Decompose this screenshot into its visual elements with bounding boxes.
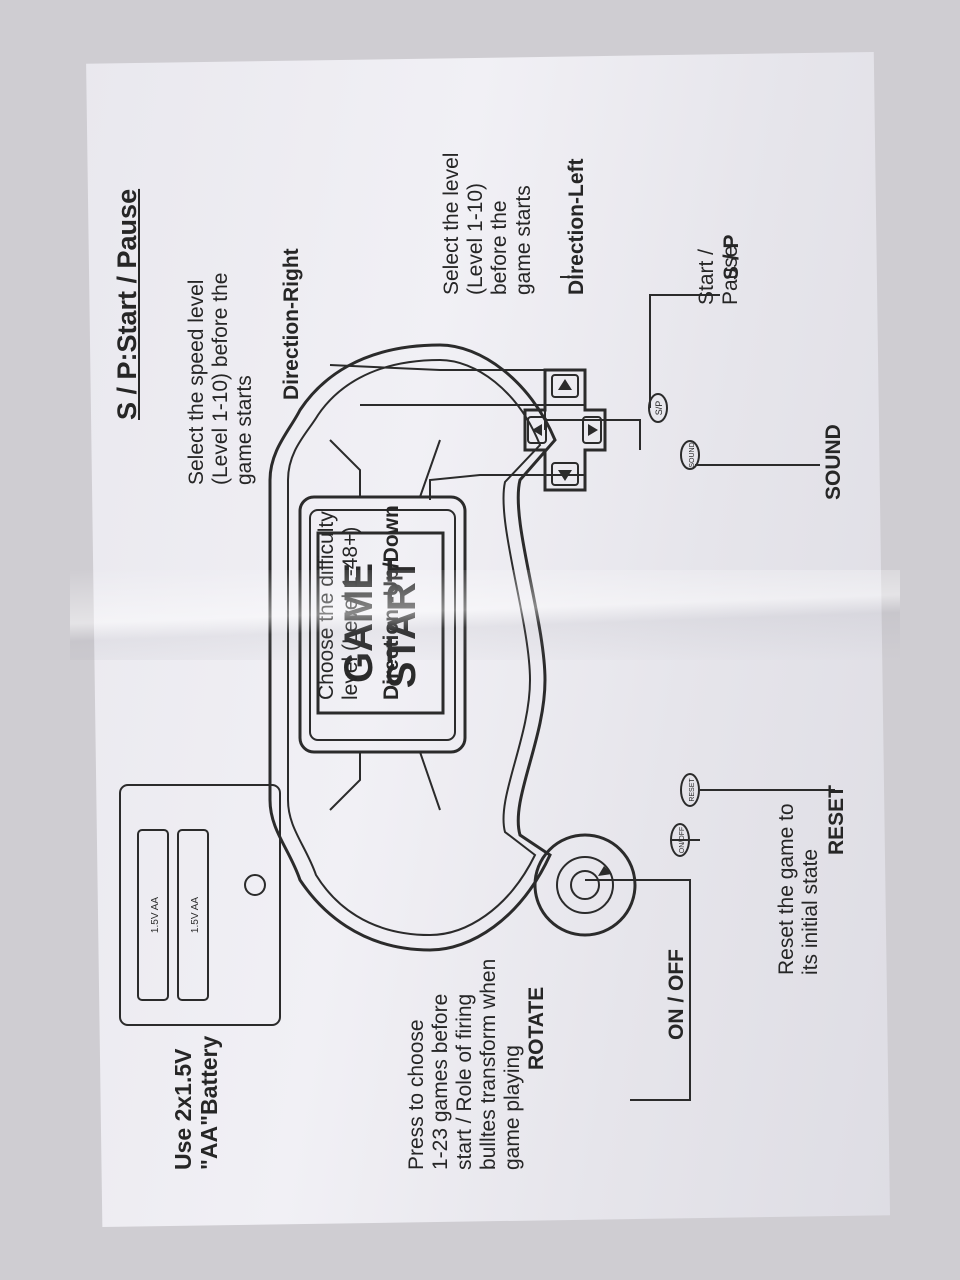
rotate-title: ROTATE: [525, 986, 548, 1070]
dpad-down-arrow: [588, 424, 598, 436]
rotate-dial-inner: [556, 856, 614, 914]
dpad-up-arrow: [532, 424, 542, 436]
dpad-right: [551, 374, 579, 398]
battery-cell-2-label: 1.5V AA: [190, 897, 201, 933]
rotate-desc: Press to choose 1-23 games before start …: [405, 958, 524, 1170]
dpad-down: [582, 416, 602, 444]
direction-updown-title: Direction -Up/Down: [380, 505, 403, 700]
rotate-arrow: [598, 866, 612, 876]
dpad-outline: [523, 368, 607, 492]
direction-updown-desc: Choose the difficulty level (Level 1-48+…: [315, 511, 362, 700]
battery-box: [119, 784, 281, 1026]
battery-cell-1-label: 1.5V AA: [150, 897, 161, 933]
sound-button-text: SOUND: [689, 442, 696, 467]
sound-button-outline: [680, 440, 700, 470]
footer-sp-start-pause: S / P:Start / Pause: [112, 188, 142, 420]
screen-text-start: START: [380, 558, 424, 688]
screen-display: [316, 531, 445, 715]
onoff-button-text: ON/OFF: [679, 827, 686, 853]
dpad-left-arrow: [558, 470, 572, 481]
screen-bezel: [298, 495, 467, 754]
screen-lines: [329, 439, 441, 811]
manual-paper: [86, 52, 890, 1227]
screen-text-game: GAME: [337, 563, 381, 683]
reset-title: RESET: [825, 784, 848, 855]
battery-label: Use 2x1.5V "AA"Battery: [170, 1035, 222, 1170]
direction-left-title: Direction-Left: [565, 158, 588, 296]
direction-right-desc: Select the speed level (Level 1-10) befo…: [185, 272, 256, 485]
reset-button-outline: [680, 773, 700, 807]
rotate-dial-outer: [533, 833, 637, 937]
reset-desc: Reset the game to its initial state: [775, 803, 822, 975]
direction-right-title: Direction-Right: [280, 248, 303, 400]
direction-left-desc: Select the level (Level 1-10) before the…: [440, 152, 535, 295]
sound-label: SOUND: [822, 424, 845, 500]
callout-lines: [329, 276, 835, 1101]
battery-cell-1-outline: [137, 829, 169, 1001]
sp-desc: Start / Pause: [695, 245, 742, 305]
battery-cell-2-outline: [177, 829, 209, 1001]
screen-frame: [309, 509, 456, 741]
reset-button-text: RESET: [689, 778, 696, 802]
onoff-label: ON / OFF: [665, 949, 688, 1040]
dpad-right-arrow: [558, 379, 572, 390]
sp-button-text: S/P: [654, 401, 664, 416]
controller-body: [268, 343, 557, 952]
rotate-dial-core: [570, 870, 600, 900]
screwdriver-icon: [244, 874, 266, 896]
